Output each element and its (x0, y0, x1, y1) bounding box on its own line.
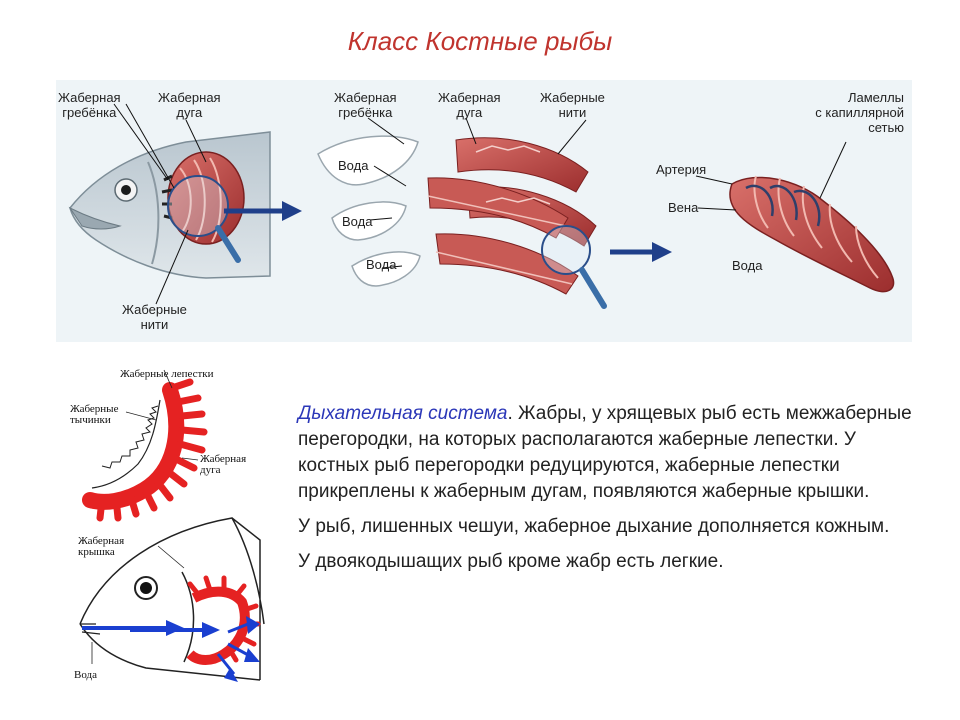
label-water-2: Вода (342, 214, 373, 229)
label-gill-arch: Жаберная дуга (200, 453, 247, 476)
label-water-3: Вода (366, 257, 397, 272)
label-gill-filaments-2: Жаберные нити (540, 90, 605, 120)
label-artery: Артерия (656, 162, 707, 177)
label-water-1: Вода (338, 158, 369, 173)
label-gill-filaments-1: Жаберные нити (122, 302, 187, 332)
paragraph-1-text: . Жабры, у хрящевых рыб есть межжаберные… (298, 403, 912, 502)
slide-title: Класс Костные рыбы (347, 26, 613, 56)
term-respiratory-system: Дыхательная система (298, 403, 508, 424)
gill-structure-illustration: Жаберная гребёнка Жаберная дуга Жаберные… (56, 80, 912, 342)
label-vein: Вена (668, 200, 699, 215)
label-gill-arch-1: Жаберная дуга (158, 90, 221, 120)
label-water: Вода (74, 669, 97, 681)
fish-gill-schematic: Жаберные лепестки Жаберные тычинки Жабер… (64, 362, 284, 692)
label-gill-rakers: Жаберные тычинки (70, 403, 119, 426)
lamellae-drawing (695, 141, 895, 293)
description-text: Дыхательная система. Жабры, у хрящевых р… (298, 401, 923, 584)
label-operculum: Жаберная крышка (78, 535, 125, 558)
label-gill-arch-2: Жаберная дуга (438, 90, 501, 120)
paragraph-skin-breathing: У рыб, лишенных чешуи, жаберное дыхание … (298, 516, 890, 537)
water-flow-arrows (82, 616, 260, 682)
gill-arch-detail-drawing (317, 117, 607, 309)
label-gill-comb-1: Жаберная гребёнка (58, 90, 121, 120)
label-lamellae: Ламеллы с капиллярной сетью (815, 90, 904, 135)
paragraph-lungfish: У двоякодышащих рыб кроме жабр есть легк… (298, 551, 724, 572)
gill-illustration-svg (68, 103, 895, 309)
fish-head-drawing (68, 103, 271, 305)
gill-arch-petals-drawing (82, 369, 208, 522)
paragraph-respiratory-system: Дыхательная система. Жабры, у хрящевых р… (298, 401, 923, 505)
label-gill-comb-2: Жаберная гребёнка (334, 90, 397, 120)
fish-gill-schematic-svg (79, 369, 265, 682)
label-water-lamellae: Вода (732, 258, 763, 273)
label-gill-petals: Жаберные лепестки (120, 368, 214, 380)
